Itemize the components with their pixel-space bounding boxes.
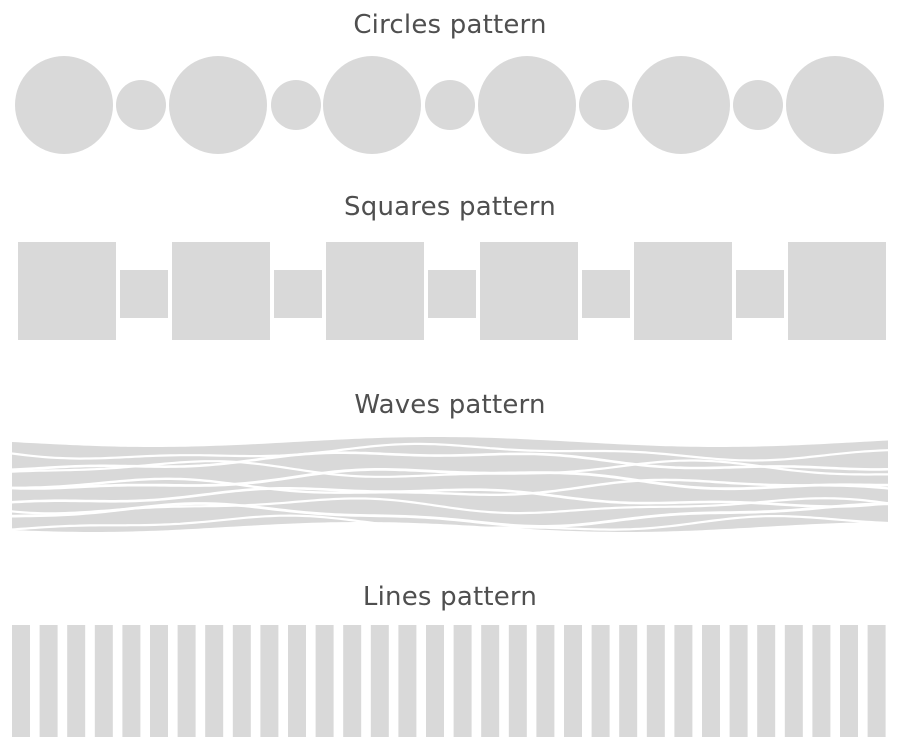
small-square <box>274 270 322 318</box>
small-circle <box>116 80 166 130</box>
wave-stroke <box>12 451 888 472</box>
vertical-line <box>398 625 417 737</box>
vertical-line <box>288 625 306 737</box>
vertical-line <box>702 625 720 737</box>
small-square <box>582 270 630 318</box>
vertical-line <box>840 625 858 737</box>
large-circle <box>169 56 267 154</box>
vertical-line <box>150 625 168 737</box>
vertical-line <box>315 625 334 737</box>
vertical-line <box>508 625 527 737</box>
lines-pattern <box>12 625 886 737</box>
large-square <box>172 242 270 340</box>
large-circle <box>15 56 113 154</box>
vertical-line <box>646 625 665 737</box>
vertical-line <box>564 625 582 737</box>
large-square <box>480 242 578 340</box>
vertical-line <box>729 625 748 737</box>
wave-stroke <box>12 459 888 478</box>
vertical-line <box>591 625 610 737</box>
large-circle <box>478 56 576 154</box>
squares-pattern-label: Squares pattern <box>344 192 556 222</box>
wave-strokes <box>12 442 888 531</box>
vertical-line <box>426 625 444 737</box>
small-circle <box>271 80 321 130</box>
vertical-line <box>674 625 693 737</box>
vertical-line <box>205 625 224 737</box>
squares-pattern <box>18 242 886 340</box>
vertical-line <box>39 625 58 737</box>
large-square <box>788 242 886 340</box>
vertical-line <box>867 625 886 737</box>
vertical-line <box>122 625 141 737</box>
small-square <box>120 270 168 318</box>
small-circle <box>579 80 629 130</box>
large-circle <box>786 56 884 154</box>
vertical-line <box>536 625 555 737</box>
vertical-line <box>177 625 196 737</box>
wave-stroke <box>12 502 888 528</box>
circles-pattern <box>15 56 884 154</box>
small-square <box>428 270 476 318</box>
large-square <box>634 242 732 340</box>
vertical-line <box>370 625 389 737</box>
vertical-line <box>784 625 803 737</box>
circles-pattern-label: Circles pattern <box>353 10 547 40</box>
large-square <box>326 242 424 340</box>
vertical-line <box>619 625 638 737</box>
large-circle <box>632 56 730 154</box>
wave-stroke <box>12 468 888 491</box>
vertical-line <box>94 625 113 737</box>
lines-pattern-label: Lines pattern <box>362 582 538 612</box>
vertical-line <box>757 625 776 737</box>
vertical-line <box>12 625 30 737</box>
wave-stroke <box>12 477 888 496</box>
wave-stroke <box>12 442 888 462</box>
waves-pattern <box>12 437 888 532</box>
waves-pattern-label: Waves pattern <box>354 390 546 420</box>
large-square <box>18 242 116 340</box>
vertical-line <box>260 625 279 737</box>
wave-stroke <box>12 514 888 531</box>
small-circle <box>425 80 475 130</box>
vertical-line <box>67 625 86 737</box>
vertical-line <box>812 625 831 737</box>
vertical-line <box>343 625 362 737</box>
small-circle <box>733 80 783 130</box>
small-square <box>736 270 784 318</box>
vertical-line <box>453 625 472 737</box>
large-circle <box>323 56 421 154</box>
vertical-line <box>481 625 500 737</box>
vertical-line <box>232 625 251 737</box>
